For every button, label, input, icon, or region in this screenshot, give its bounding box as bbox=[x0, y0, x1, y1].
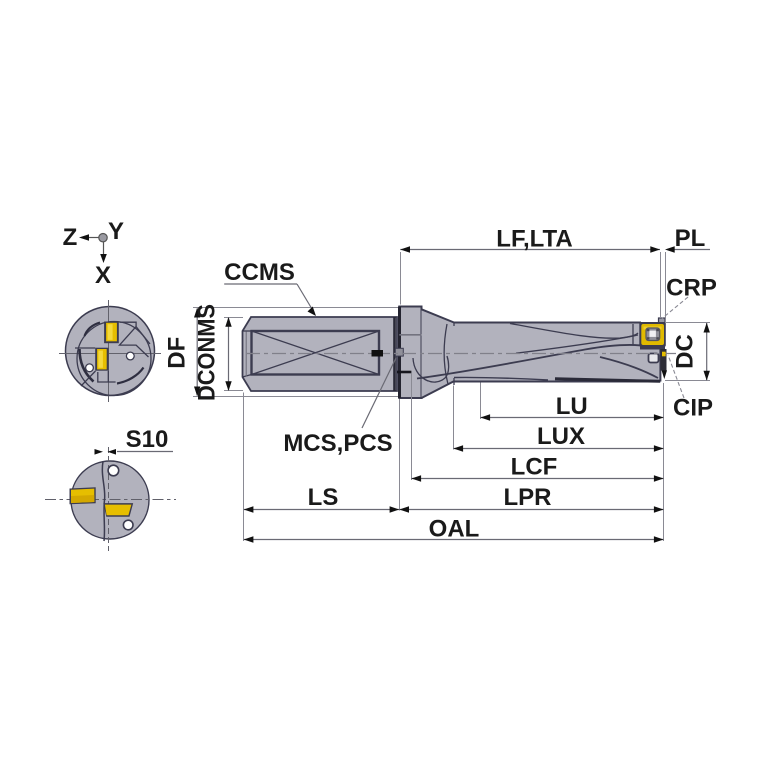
svg-text:LS: LS bbox=[308, 484, 339, 511]
svg-text:LU: LU bbox=[556, 393, 588, 420]
svg-text:S10: S10 bbox=[126, 426, 169, 453]
svg-text:OAL: OAL bbox=[429, 516, 480, 543]
svg-text:CIP: CIP bbox=[673, 395, 713, 422]
svg-text:LUX: LUX bbox=[537, 423, 585, 450]
svg-text:MCS,PCS: MCS,PCS bbox=[283, 430, 392, 457]
svg-text:DC: DC bbox=[672, 334, 699, 369]
svg-text:LF,LTA: LF,LTA bbox=[496, 226, 572, 253]
svg-text:X: X bbox=[95, 262, 111, 289]
svg-text:CCMS: CCMS bbox=[224, 259, 295, 286]
svg-text:Y: Y bbox=[108, 218, 124, 245]
svg-text:Z: Z bbox=[63, 224, 78, 251]
svg-text:DF: DF bbox=[164, 337, 191, 369]
svg-text:CRP: CRP bbox=[666, 275, 717, 302]
svg-text:DCONMS: DCONMS bbox=[194, 304, 221, 401]
svg-text:LCF: LCF bbox=[511, 454, 558, 481]
svg-text:PL: PL bbox=[675, 225, 706, 252]
svg-text:LPR: LPR bbox=[504, 484, 552, 511]
